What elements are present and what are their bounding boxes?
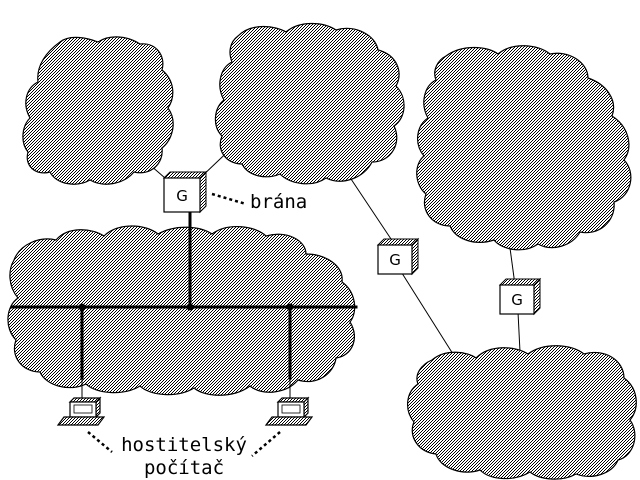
link-gw2-cloud5 bbox=[399, 269, 459, 363]
junction-dot-left bbox=[78, 303, 86, 311]
gateway-box-middle: G bbox=[376, 237, 420, 276]
gateway-symbol: G bbox=[511, 291, 523, 309]
gateway-box-right: G bbox=[498, 277, 542, 316]
gateway-label: brána bbox=[250, 191, 307, 213]
network-cloud-top-center bbox=[214, 22, 405, 185]
host-label-leader-left bbox=[87, 431, 113, 453]
junction-dot-center bbox=[186, 303, 194, 311]
gateway-label-leader bbox=[211, 192, 247, 206]
gateway-symbol: G bbox=[389, 251, 401, 269]
host-computer-left-icon bbox=[56, 396, 106, 426]
host-label-line1: hostitelský bbox=[121, 434, 247, 456]
network-cloud-top-left bbox=[22, 36, 174, 185]
link-gw3-cloud5 bbox=[517, 311, 521, 353]
gateway-box-main: G bbox=[162, 170, 208, 214]
host-label-leader-right bbox=[251, 431, 281, 457]
host-computer-right-icon bbox=[264, 396, 314, 426]
network-cloud-bottom-right bbox=[407, 345, 637, 480]
gateway-symbol: G bbox=[176, 187, 188, 205]
host-label-line2: počítač bbox=[144, 457, 224, 479]
link-cloud2-gw2 bbox=[344, 169, 396, 246]
network-cloud-middle-left bbox=[7, 225, 356, 396]
junction-dot-right bbox=[286, 303, 294, 311]
network-cloud-right bbox=[416, 45, 632, 251]
